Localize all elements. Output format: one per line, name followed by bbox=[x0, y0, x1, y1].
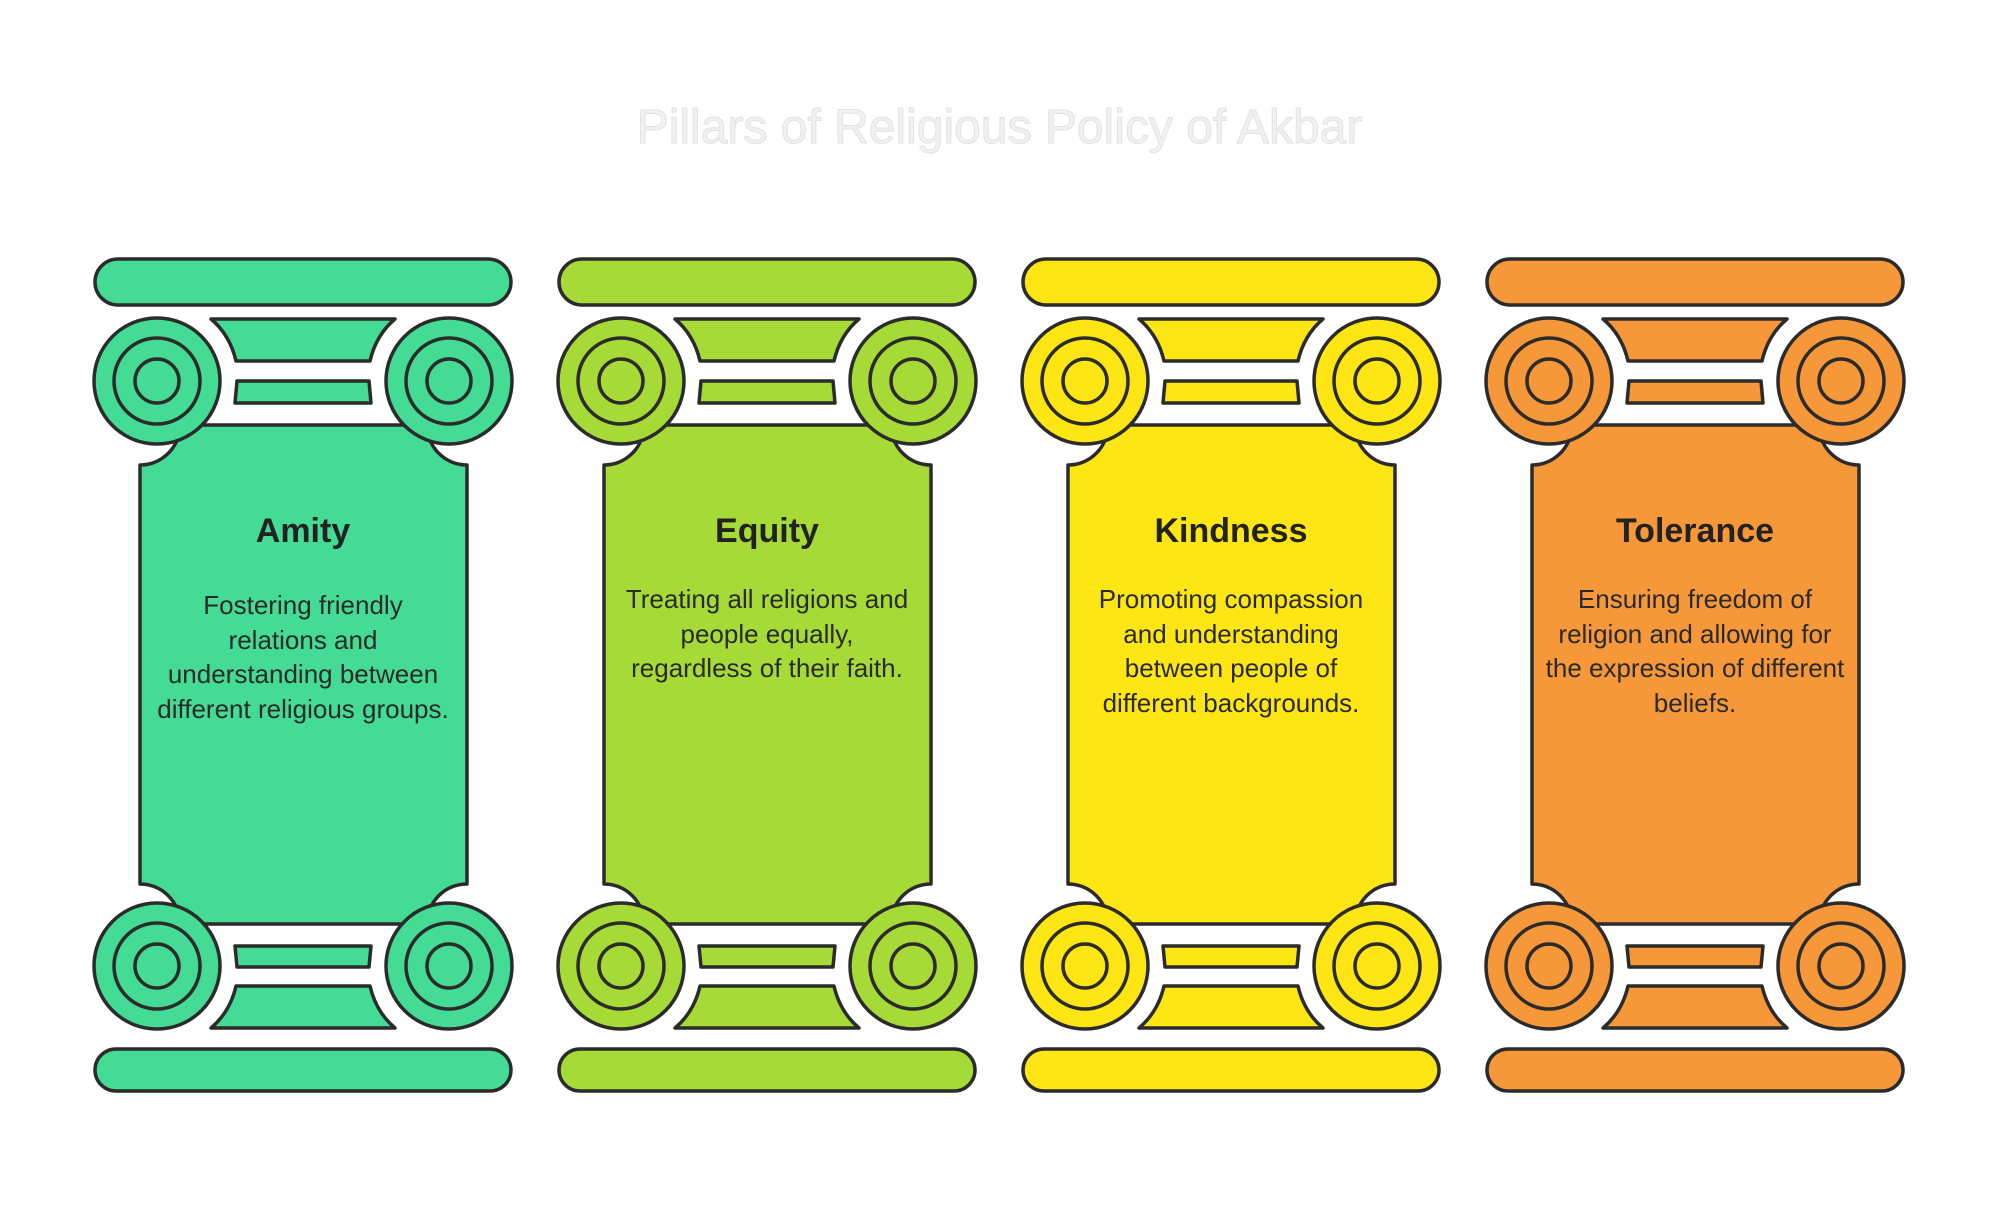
top-bar bbox=[93, 257, 513, 307]
bottom-bar bbox=[1485, 1047, 1905, 1093]
pillar-description-equity: Treating all religions and people equall… bbox=[625, 584, 909, 683]
pillar-description-amity: Fostering friendly relations and underst… bbox=[157, 590, 449, 724]
bottom-bar bbox=[1021, 1047, 1441, 1093]
bottom-base-band bbox=[1161, 944, 1301, 969]
volute-ring bbox=[1353, 942, 1401, 990]
bottom-base-block bbox=[209, 984, 397, 1030]
pillar-amity bbox=[92, 257, 514, 1093]
volute-scroll-icon bbox=[1020, 901, 1150, 1031]
bottom-bar bbox=[93, 1047, 513, 1093]
bottom-bar bbox=[557, 1047, 977, 1093]
volute-scroll-icon bbox=[92, 316, 222, 446]
volute-scroll-icon bbox=[848, 316, 978, 446]
pillar-heading-tolerance: Tolerance bbox=[1615, 512, 1775, 550]
top-capital-band bbox=[1161, 379, 1301, 405]
top-capital-band bbox=[697, 379, 837, 405]
volute-scroll-icon bbox=[1484, 316, 1614, 446]
top-capital-block bbox=[1601, 317, 1789, 363]
bottom-base-band bbox=[697, 944, 837, 969]
bottom-base-band bbox=[233, 944, 373, 969]
volute-scroll-icon bbox=[848, 901, 978, 1031]
pillar-equity bbox=[556, 257, 978, 1093]
volute-scroll-icon bbox=[1312, 316, 1442, 446]
volute-ring bbox=[1061, 357, 1109, 405]
volute-scroll-icon bbox=[1020, 316, 1150, 446]
volute-scroll-icon bbox=[1776, 901, 1906, 1031]
top-capital-band bbox=[1625, 379, 1765, 405]
volute-ring bbox=[597, 942, 645, 990]
volute-ring bbox=[133, 942, 181, 990]
pillar-heading-amity: Amity bbox=[255, 512, 351, 550]
volute-ring bbox=[1525, 942, 1573, 990]
bottom-base-band bbox=[1625, 944, 1765, 969]
volute-scroll-icon bbox=[384, 901, 514, 1031]
volute-ring bbox=[1817, 357, 1865, 405]
diagram-title: Pillars of Religious Policy of Akbar bbox=[636, 101, 1363, 155]
volute-scroll-icon bbox=[384, 316, 514, 446]
volute-ring bbox=[1525, 357, 1573, 405]
pillar-tolerance bbox=[1484, 257, 1906, 1093]
volute-ring bbox=[133, 357, 181, 405]
volute-scroll-icon bbox=[556, 901, 686, 1031]
volute-ring bbox=[1353, 357, 1401, 405]
volute-scroll-icon bbox=[92, 901, 222, 1031]
pillar-description-tolerance: Ensuring freedom of religion and allowin… bbox=[1545, 584, 1845, 718]
pillar-heading-equity: Equity bbox=[715, 512, 819, 550]
top-bar bbox=[557, 257, 977, 307]
top-bar bbox=[1485, 257, 1905, 307]
bottom-base-block bbox=[1137, 984, 1325, 1030]
top-capital-block bbox=[673, 317, 861, 363]
volute-ring bbox=[597, 357, 645, 405]
top-capital-band bbox=[233, 379, 373, 405]
volute-ring bbox=[1061, 942, 1109, 990]
top-capital-block bbox=[209, 317, 397, 363]
volute-scroll-icon bbox=[1484, 901, 1614, 1031]
volute-ring bbox=[425, 942, 473, 990]
top-capital-block bbox=[1137, 317, 1325, 363]
volute-scroll-icon bbox=[1776, 316, 1906, 446]
bottom-base-block bbox=[673, 984, 861, 1030]
volute-scroll-icon bbox=[1312, 901, 1442, 1031]
volute-ring bbox=[1817, 942, 1865, 990]
bottom-base-block bbox=[1601, 984, 1789, 1030]
volute-ring bbox=[889, 357, 937, 405]
volute-ring bbox=[889, 942, 937, 990]
pillar-heading-kindness: Kindness bbox=[1154, 512, 1308, 550]
volute-scroll-icon bbox=[556, 316, 686, 446]
volute-ring bbox=[425, 357, 473, 405]
pillar-description-kindness: Promoting compassion and understanding b… bbox=[1098, 584, 1364, 718]
pillar-kindness bbox=[1020, 257, 1442, 1093]
top-bar bbox=[1021, 257, 1441, 307]
